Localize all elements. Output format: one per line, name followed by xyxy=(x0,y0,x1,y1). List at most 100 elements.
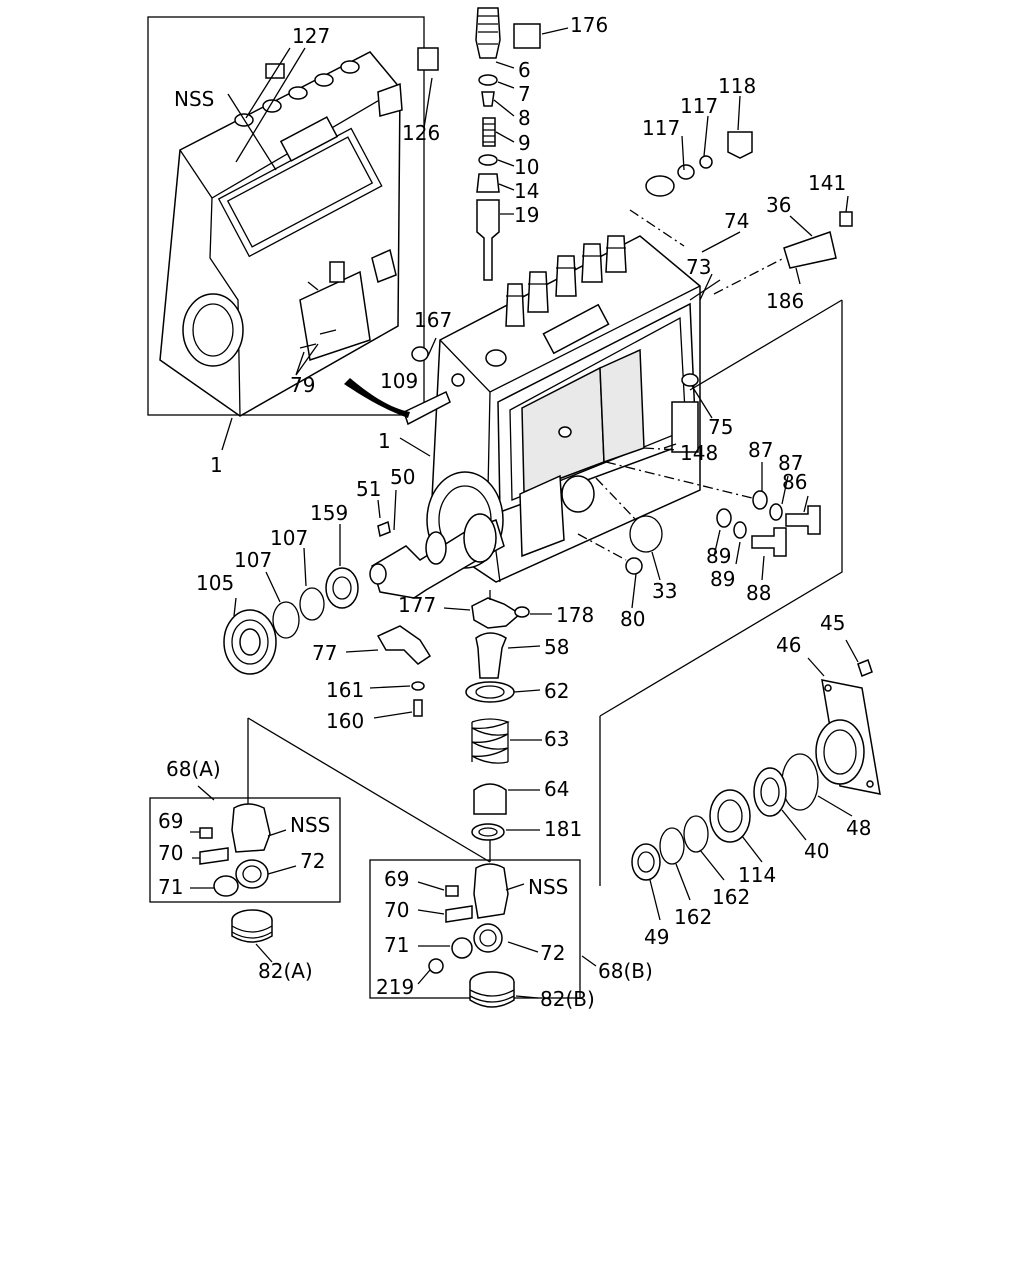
label-89-b: 89 xyxy=(710,567,735,591)
label-50: 50 xyxy=(390,465,415,489)
ring-107a xyxy=(272,601,300,639)
label-36: 36 xyxy=(766,193,791,217)
leader-82a xyxy=(255,943,273,963)
main-pump-body xyxy=(426,235,701,583)
label-48: 48 xyxy=(846,816,871,840)
label-6: 6 xyxy=(518,58,531,82)
bracket-diagonal xyxy=(247,717,491,863)
ring-162b xyxy=(659,827,685,865)
cover-46 xyxy=(815,679,881,795)
label-176: 176 xyxy=(570,13,608,37)
leader-79 xyxy=(295,343,319,376)
label-88: 88 xyxy=(746,581,771,605)
leaders-50-51 xyxy=(377,489,397,531)
leader-167 xyxy=(427,337,437,357)
label-71-b: 71 xyxy=(384,933,409,957)
label-73: 73 xyxy=(686,255,711,279)
leader-148 xyxy=(663,443,677,449)
label-70-a: 70 xyxy=(158,841,183,865)
label-62: 62 xyxy=(544,679,569,703)
leader-114 xyxy=(741,835,763,863)
label-68a: 68(A) xyxy=(166,757,221,781)
leader-80 xyxy=(631,573,637,609)
camshaft xyxy=(369,513,505,599)
label-79: 79 xyxy=(290,373,315,397)
label-159: 159 xyxy=(310,501,348,525)
label-161: 161 xyxy=(326,678,364,702)
label-nss-1: NSS xyxy=(174,87,214,111)
label-1b: 1 xyxy=(378,429,391,453)
leader-plug-dash xyxy=(629,209,685,247)
part-75 xyxy=(681,373,699,387)
leader-1a xyxy=(221,417,233,451)
seal-159 xyxy=(325,567,359,609)
leader-82b xyxy=(515,995,539,999)
leader-40 xyxy=(781,809,807,841)
leaders-73-74 xyxy=(689,231,741,301)
label-160: 160 xyxy=(326,709,364,733)
ring-107b xyxy=(299,587,325,621)
leader-1b xyxy=(399,437,431,457)
label-77: 77 xyxy=(312,641,337,665)
o-ring-33 xyxy=(629,515,663,553)
label-8: 8 xyxy=(518,106,531,130)
delivery-valve-stack xyxy=(475,7,541,281)
bearing-105 xyxy=(223,609,277,675)
dash-186 xyxy=(713,257,785,295)
label-71-a: 71 xyxy=(158,875,183,899)
label-87-b: 87 xyxy=(778,451,803,475)
leader-127 xyxy=(235,47,306,163)
o-ring-48 xyxy=(781,753,819,811)
label-7: 7 xyxy=(518,82,531,106)
leaders-162 xyxy=(675,849,725,901)
label-107-a: 107 xyxy=(270,526,308,550)
label-69-a: 69 xyxy=(158,809,183,833)
tappet-68a xyxy=(199,803,271,897)
label-181: 181 xyxy=(544,817,582,841)
part-82a xyxy=(231,909,273,943)
part-77 xyxy=(376,625,432,665)
leader-48 xyxy=(817,795,853,817)
label-63: 63 xyxy=(544,727,569,751)
inset-68a-frame xyxy=(149,797,341,903)
label-72-b: 72 xyxy=(540,941,565,965)
label-82a: 82(A) xyxy=(258,959,313,983)
label-105: 105 xyxy=(196,571,234,595)
label-70-b: 70 xyxy=(384,898,409,922)
washers-bolts-right xyxy=(605,461,821,557)
label-46: 46 xyxy=(776,633,801,657)
leaders-105-159 xyxy=(233,524,341,617)
label-87-a: 87 xyxy=(748,438,773,462)
label-107-b: 107 xyxy=(234,548,272,572)
leaders-117-118 xyxy=(681,95,741,171)
leaders-68b xyxy=(417,881,597,985)
label-75: 75 xyxy=(708,415,733,439)
label-162-a: 162 xyxy=(712,885,750,909)
dash-80 xyxy=(577,533,627,561)
label-117-a: 117 xyxy=(642,116,680,140)
leaders-77-160 xyxy=(345,649,413,719)
label-51: 51 xyxy=(356,477,381,501)
label-126: 126 xyxy=(402,121,440,145)
label-33: 33 xyxy=(652,579,677,603)
part-109 xyxy=(403,390,451,426)
label-167: 167 xyxy=(414,308,452,332)
arrow-curve xyxy=(344,378,410,418)
label-186: 186 xyxy=(766,289,804,313)
part-167 xyxy=(411,346,429,362)
label-58: 58 xyxy=(544,635,569,659)
part-80 xyxy=(625,557,643,575)
part-45 xyxy=(857,659,873,677)
label-80: 80 xyxy=(620,607,645,631)
bearing-114 xyxy=(709,789,751,843)
leader-33 xyxy=(651,551,661,581)
pump-housing-inset xyxy=(159,47,439,417)
plunger-parts xyxy=(465,597,530,841)
label-19: 19 xyxy=(514,203,539,227)
bearing-40 xyxy=(753,767,787,817)
label-127: 127 xyxy=(292,24,330,48)
label-148: 148 xyxy=(680,441,718,465)
label-40: 40 xyxy=(804,839,829,863)
label-nss-2: NSS xyxy=(290,813,330,837)
